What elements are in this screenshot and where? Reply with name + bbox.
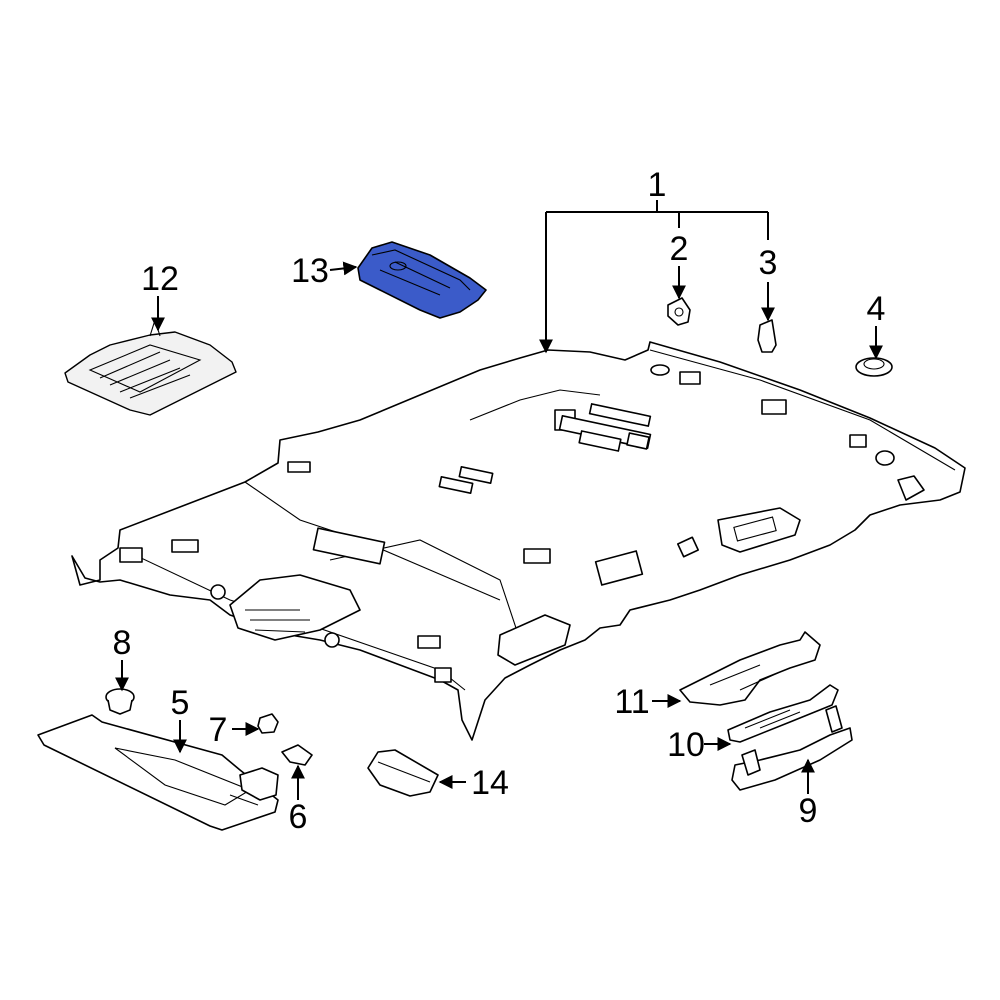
callout-14: 14: [471, 764, 509, 802]
part-1-headliner[interactable]: [71, 341, 966, 741]
callout-11: 11: [614, 683, 649, 721]
part-13-console-highlighted[interactable]: [357, 241, 487, 319]
callout-1: 1: [648, 166, 667, 204]
part-8-plug[interactable]: [105, 688, 135, 715]
callout-2: 2: [670, 230, 689, 268]
part-5-sun-visor[interactable]: [37, 714, 279, 831]
callout-labels: 1 2 3 4 5 6 7 8 9 10 11 12 13 14: [113, 166, 886, 836]
part-13-body: [357, 241, 487, 319]
callout-3: 3: [759, 244, 778, 282]
part-14-lamp[interactable]: [367, 749, 439, 797]
callout-5: 5: [171, 684, 190, 722]
callout-6: 6: [289, 798, 308, 836]
part-3-retainer[interactable]: [757, 319, 777, 353]
callout-13: 13: [291, 252, 329, 290]
callout-12: 12: [141, 260, 179, 298]
part-10-bracket[interactable]: [727, 684, 839, 743]
part-9-grab-handle[interactable]: [731, 705, 853, 791]
part-4-cap[interactable]: [855, 357, 893, 377]
callout-8: 8: [113, 624, 132, 662]
callout-10: 10: [667, 726, 705, 764]
part-12-console[interactable]: [64, 318, 237, 416]
leader-lines: [115, 200, 883, 800]
part-11-bracket[interactable]: [679, 631, 821, 706]
callout-7: 7: [209, 711, 228, 749]
part-6-clip[interactable]: [281, 744, 313, 766]
callout-9: 9: [799, 792, 818, 830]
part-7-nut[interactable]: [257, 713, 279, 734]
part-2-clip[interactable]: [667, 297, 691, 326]
callout-4: 4: [867, 290, 886, 328]
